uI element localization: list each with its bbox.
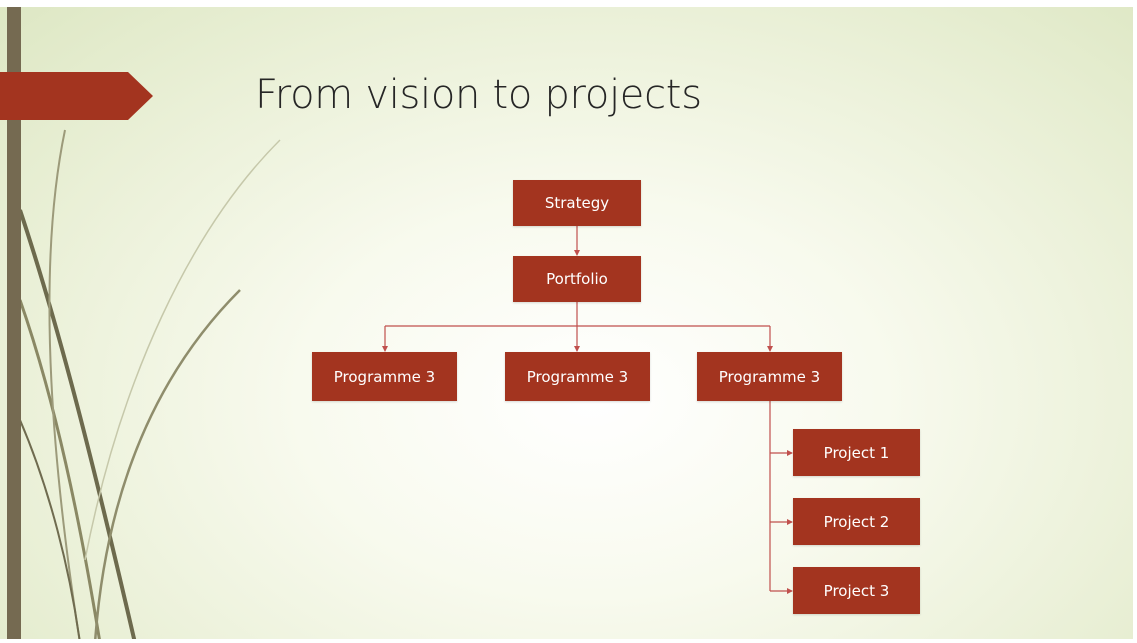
frame-right-border (1133, 0, 1137, 643)
left-accent-bar (7, 7, 21, 643)
node-project-label: Project 1 (823, 443, 890, 462)
node-project-3: Project 3 (793, 567, 920, 614)
node-strategy-label: Strategy (544, 194, 610, 212)
node-strategy: Strategy (513, 180, 641, 226)
node-programme-label: Programme 3 (718, 367, 821, 386)
node-portfolio-label: Portfolio (546, 270, 608, 288)
node-programme-label: Programme 3 (526, 367, 629, 386)
node-programme-3: Programme 3 (697, 352, 842, 401)
slide-title: From vision to projects (255, 72, 702, 118)
node-project-1: Project 1 (793, 429, 920, 476)
node-project-2: Project 2 (793, 498, 920, 545)
node-programme-1: Programme 3 (312, 352, 457, 401)
node-programme-label: Programme 3 (333, 367, 436, 386)
node-project-label: Project 2 (823, 512, 890, 531)
title-arrow-shape (0, 72, 153, 120)
frame-bottom-border (0, 639, 1137, 643)
frame-top-border (0, 0, 1137, 7)
node-portfolio: Portfolio (513, 256, 641, 302)
node-programme-2: Programme 3 (505, 352, 650, 401)
node-project-label: Project 3 (823, 581, 890, 600)
